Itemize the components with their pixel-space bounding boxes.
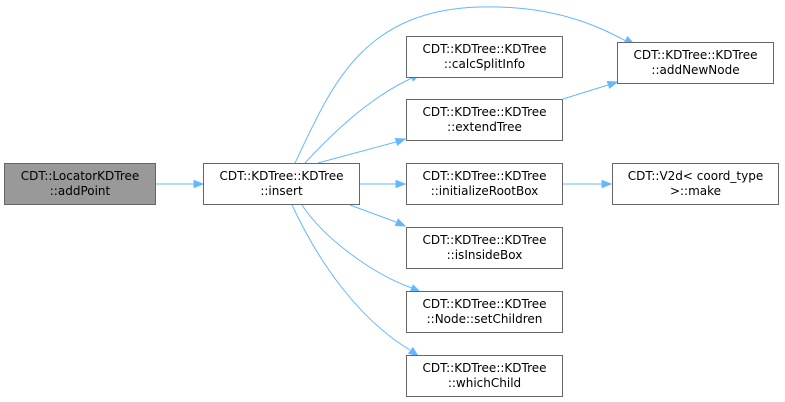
edge-line [562, 84, 609, 100]
edge-insert-to-isInsideBox [349, 204, 407, 227]
edge-line [294, 6, 627, 164]
arrowhead [606, 80, 619, 90]
node-label-line1: CDT::KDTree::KDTree [422, 169, 547, 183]
edge-initializeRootBox-to-make [563, 179, 613, 189]
node-label-line2: ::insert [260, 184, 303, 198]
node-label-line1: CDT::KDTree::KDTree [422, 297, 547, 311]
node-extendTree[interactable]: CDT::KDTree::KDTree::extendTree [406, 99, 563, 141]
edge-insert-to-calcSplitInfo [304, 73, 422, 164]
node-addNewNode[interactable]: CDT::KDTree::KDTree::addNewNode [617, 42, 774, 84]
arrowhead [407, 346, 420, 357]
edge-insert-to-whichChild [291, 204, 420, 357]
node-label-line1: CDT::KDTree::KDTree [422, 42, 547, 56]
edge-insert-to-setChildren [301, 204, 422, 293]
edge-line [349, 204, 397, 223]
edge-insert-to-initializeRootBox [360, 179, 407, 189]
node-label-line2: ::extendTree [447, 120, 522, 134]
node-label-line1: CDT::LocatorKDTree [20, 169, 140, 183]
node-label-line2: >::make [669, 184, 722, 198]
node-label-line1: CDT::KDTree::KDTree [422, 361, 547, 375]
node-setChildren[interactable]: CDT::KDTree::KDTree::Node::setChildren [406, 291, 563, 333]
node-label-line2: ::addNewNode [651, 63, 740, 77]
node-label-line2: ::addPoint [49, 184, 111, 198]
edge-line [291, 204, 411, 351]
node-isInsideBox[interactable]: CDT::KDTree::KDTree::isInsideBox [406, 227, 563, 269]
node-label-line2: ::Node::setChildren [426, 312, 543, 326]
edge-insert-to-extendTree [317, 137, 407, 164]
node-label-line1: CDT::KDTree::KDTree [633, 48, 758, 62]
node-initializeRootBox[interactable]: CDT::KDTree::KDTree::initializeRootBox [406, 163, 563, 205]
node-label-line2: ::isInsideBox [446, 248, 523, 262]
edge-line [301, 204, 413, 289]
node-label-line1: CDT::KDTree::KDTree [219, 169, 344, 183]
node-label-line2: ::calcSplitInfo [443, 57, 526, 71]
node-addPoint: CDT::LocatorKDTree::addPoint [4, 163, 156, 205]
node-insert[interactable]: CDT::KDTree::KDTree::insert [203, 163, 360, 205]
node-label-line1: CDT::KDTree::KDTree [422, 233, 547, 247]
arrowhead [394, 218, 407, 227]
arrowhead [193, 179, 205, 189]
arrowhead [601, 179, 613, 189]
node-calcSplitInfo[interactable]: CDT::KDTree::KDTree::calcSplitInfo [406, 36, 563, 78]
node-label-line1: CDT::KDTree::KDTree [422, 105, 547, 119]
node-label-line1: CDT::V2d< coord_type [627, 169, 764, 183]
arrowhead [395, 179, 407, 189]
node-whichChild[interactable]: CDT::KDTree::KDTree::whichChild [406, 355, 563, 397]
node-label-line2: ::initializeRootBox [430, 184, 539, 198]
edge-addPoint-to-insert [156, 179, 205, 189]
arrowhead [394, 137, 407, 147]
edge-line [304, 77, 413, 164]
edge-line [317, 141, 397, 164]
node-make[interactable]: CDT::V2d< coord_type>::make [612, 163, 779, 205]
node-label-line2: ::whichChild [447, 376, 522, 390]
edge-extendTree-to-addNewNode [562, 80, 619, 100]
